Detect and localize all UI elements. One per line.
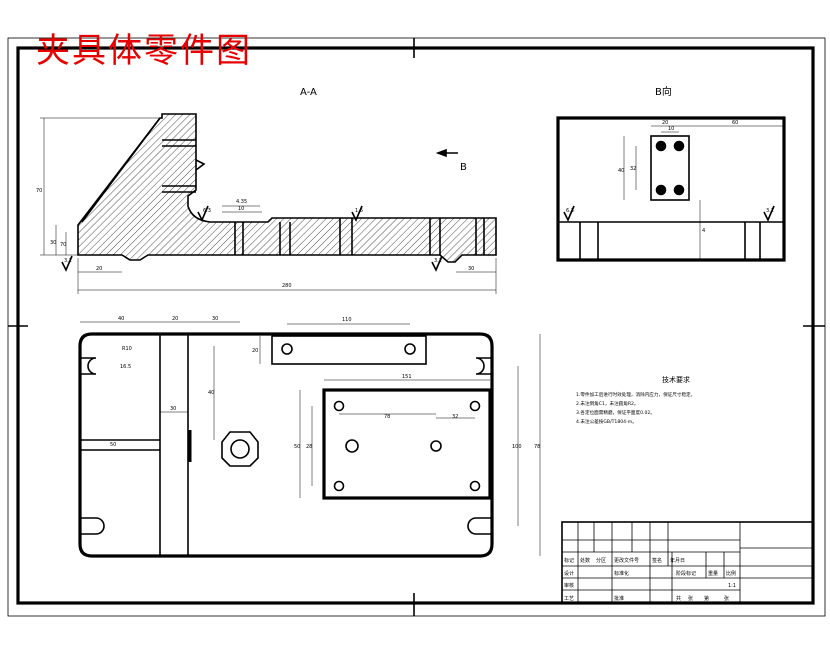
section-label: A-A: [300, 87, 317, 98]
tb-r1-c2: 处数: [580, 557, 590, 564]
dim-rib: 70: [60, 242, 66, 248]
roughness-value-2: 6.3: [203, 208, 211, 214]
roughness-value-6: 3.2: [766, 208, 774, 214]
view-b-dim-4: 32: [630, 166, 636, 172]
tech-line-3: 3.各定位面需精磨，保证平面度0.02。: [576, 409, 655, 416]
plan-dimensions: [80, 321, 541, 556]
tb-approve: 批准: [614, 595, 624, 602]
inner-plate-holes: [333, 400, 481, 492]
plan-dim-10: 78: [384, 414, 390, 420]
plan-dim-12: 50: [294, 444, 300, 450]
dim-height: 70: [36, 188, 42, 194]
view-b-arrow: [435, 148, 458, 158]
tech-title: 技术要求: [662, 375, 690, 384]
view-b-dim-5: 10: [668, 126, 674, 132]
tb-total: 共: [676, 595, 681, 602]
plan-outline: [78, 332, 494, 558]
view-b-dimensions: [623, 125, 784, 260]
plan-dim-r10: R10: [122, 346, 132, 352]
tb-no: 第: [704, 595, 709, 602]
center-boss: [188, 430, 259, 467]
dim-right-offset: 30: [468, 266, 474, 272]
tech-line-1: 1.零件加工后进行时效处理，消除内应力，保证尺寸稳定。: [576, 391, 695, 398]
top-clamp-bar: [271, 335, 427, 365]
outer-border: [7, 37, 826, 617]
view-b-details: [558, 135, 784, 260]
view-b-dim-2: 60: [732, 120, 738, 126]
drawing-title: 夹具体零件图: [36, 31, 252, 71]
inner-border: [16, 46, 815, 605]
tb-standard: 标准化: [614, 570, 629, 577]
roughness-marks-view-b: [563, 205, 775, 222]
section-dimensions: [40, 117, 497, 294]
tb-r1-c5: 签名: [652, 557, 662, 564]
plan-view: 40 20 30 110 20 R10 16.5 30 40 50 151 78…: [78, 316, 541, 558]
section-view-a-a: A-A: [36, 87, 497, 294]
inner-plate: [322, 388, 492, 500]
plan-dim-2: 20: [172, 316, 178, 322]
roughness-value-5: 6.3: [566, 208, 574, 214]
tb-r1-c1: 标记: [564, 557, 574, 564]
plan-dim-15: 78: [534, 444, 540, 450]
plan-dim-9: 151: [402, 374, 412, 380]
tech-line-4: 4.未注公差按GB/T1804-m。: [576, 418, 637, 425]
roughness-value-4: 3.2: [434, 258, 442, 264]
tb-r1-c4: 更改文件号: [614, 557, 639, 564]
tb-design: 设计: [564, 570, 574, 577]
plan-dim-4: 110: [342, 317, 352, 323]
tb-r1-c6: 年月日: [670, 557, 685, 564]
dim-overall-length: 280: [282, 283, 292, 289]
dim-left-offset: 20: [96, 266, 102, 272]
tb-sheet2: 张: [724, 595, 729, 602]
plan-dim-14: 100: [512, 444, 522, 450]
roughness-marks-section: [61, 159, 443, 272]
tech-line-2: 2.未注倒角C1，未注圆角R2。: [576, 400, 639, 407]
plan-dim-5: 20: [252, 348, 258, 354]
view-b: B向 20 60 40: [556, 85, 786, 262]
plan-dim-7: 40: [208, 390, 214, 396]
view-b-dim-3: 40: [618, 168, 624, 174]
dim-slot-depth: 10: [238, 206, 244, 212]
tb-review: 审核: [564, 582, 574, 589]
view-b-dim-6: 4: [702, 228, 705, 234]
tb-scale-value: 1:1: [728, 583, 736, 589]
view-b-dim-1: 20: [662, 120, 668, 126]
dim-slot: 4.35: [236, 199, 247, 205]
plan-dim-13: 28: [306, 444, 312, 450]
tb-process: 工艺: [564, 596, 574, 602]
centering-marks: [8, 38, 825, 616]
view-b-outline: [556, 116, 786, 262]
title-block: 标记 处数 分区 更改文件号 签名 年月日 设计 标准化 阶段标记 重量 比例 …: [561, 521, 814, 604]
dim-base-thickness: 30: [50, 240, 56, 246]
tb-stage: 阶段标记: [676, 570, 696, 577]
view-b-label: B向: [655, 85, 672, 98]
section-details: [81, 117, 485, 255]
plan-dim-3: 30: [212, 316, 218, 322]
view-b-arrow-label: B: [460, 162, 467, 173]
plan-dim-1: 40: [118, 316, 124, 322]
tb-sheet1: 张: [688, 595, 693, 602]
plan-dim-6: 30: [170, 406, 176, 412]
roughness-value-1: 3.2: [64, 258, 72, 264]
tb-r1-c3: 分区: [596, 557, 606, 564]
section-body: [77, 113, 497, 263]
tb-scale: 比例: [726, 570, 736, 577]
plan-dim-16-5: 16.5: [120, 364, 131, 370]
plan-wall-lines: [80, 334, 189, 556]
technical-requirements: 技术要求 1.零件加工后进行时效处理，消除内应力，保证尺寸稳定。 2.未注倒角C…: [576, 375, 695, 425]
corner-slots: [80, 357, 492, 535]
plan-dim-11: 32: [452, 414, 458, 420]
roughness-value-3: 1.6: [355, 208, 363, 214]
plan-dim-8: 50: [110, 442, 116, 448]
tb-weight: 重量: [708, 570, 718, 577]
